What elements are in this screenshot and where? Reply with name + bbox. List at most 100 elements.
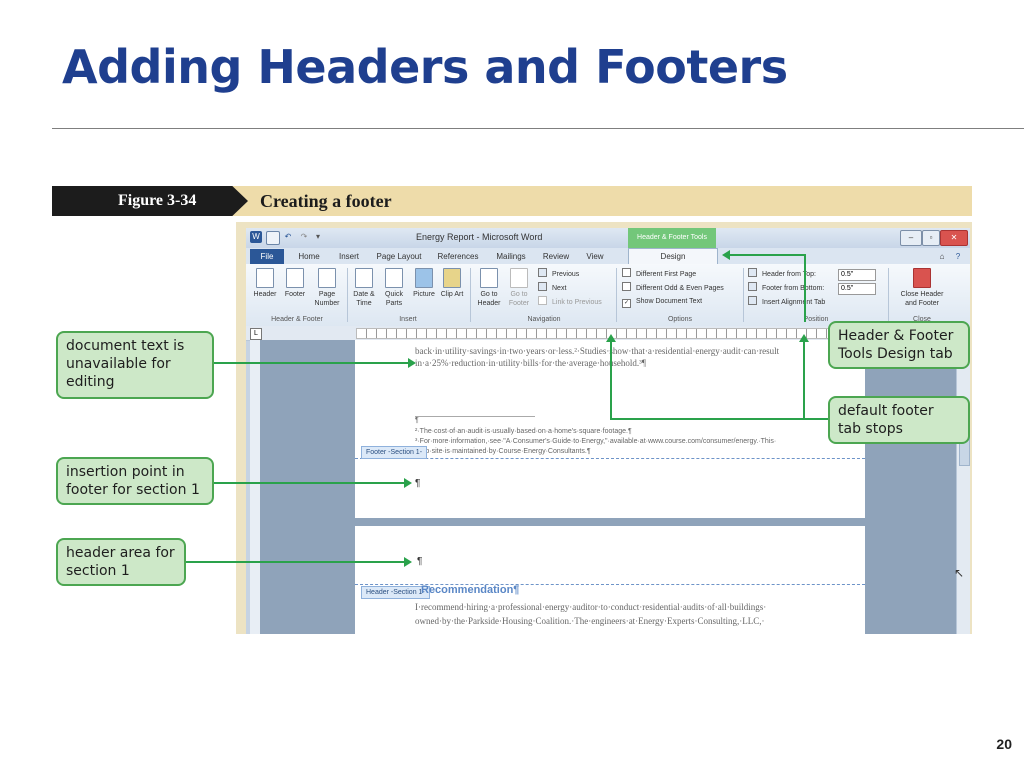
minimize-ribbon-icon[interactable]: ⌂ [939, 252, 945, 261]
help-icon[interactable]: ? [955, 252, 961, 261]
tab-file[interactable]: File [250, 249, 284, 264]
arrow-line [610, 418, 828, 420]
group-position: Position [803, 316, 829, 323]
footer-icon [286, 268, 304, 288]
date-time-button[interactable]: Date & Time [350, 268, 378, 308]
mouse-pointer-icon: ↖ [954, 566, 965, 580]
arrowhead-icon [799, 334, 809, 342]
group-separator [616, 268, 617, 322]
group-close: Close [913, 316, 931, 323]
header-position-icon [748, 268, 757, 277]
group-insert: Insert [399, 316, 417, 323]
close-header-footer-button[interactable]: Close Header and Footer [894, 268, 950, 308]
checkbox-unchecked-icon [622, 282, 631, 291]
footnote-3: Web·site·is·maintained·by·Course·Energy·… [415, 448, 591, 455]
header-icon [256, 268, 274, 288]
group-separator [743, 268, 744, 322]
doc-body-2: owned·by·the·Parkside·Housing·Coalition.… [415, 616, 765, 626]
doc-body-1: I·recommend·hiring·a·professional·energy… [415, 602, 767, 612]
tab-mailings[interactable]: Mailings [496, 252, 526, 261]
tab-view[interactable]: View [586, 252, 604, 261]
goto-footer-icon [510, 268, 528, 288]
footnote-2: ³·For·more·information,·see·"A·Consumer'… [415, 438, 777, 445]
group-separator [470, 268, 471, 322]
next-button[interactable]: Next [538, 282, 566, 294]
arrow-line [730, 254, 806, 256]
callout-document-text: document text is unavailable for editing [56, 331, 214, 399]
picture-button[interactable]: Picture [410, 268, 438, 299]
page-2: ¶ Header -Section 1- Recommendation¶ I·r… [355, 526, 865, 634]
tab-design[interactable]: Design [628, 248, 718, 265]
footer-from-bottom-field[interactable]: 0.5" [838, 283, 876, 295]
tab-page-layout[interactable]: Page Layout [376, 252, 422, 261]
header-from-top-field[interactable]: 0.5" [838, 269, 876, 281]
page-number: 20 [996, 736, 1012, 752]
page-number-button[interactable]: Page Number [310, 268, 344, 308]
undo-icon[interactable]: ↶ [284, 232, 292, 241]
tab-references[interactable]: References [437, 252, 479, 261]
arrow-line [214, 482, 406, 484]
previous-button[interactable]: Previous [538, 268, 579, 280]
customize-qat-icon[interactable]: ▾ [315, 232, 320, 241]
checkbox-unchecked-icon [622, 268, 631, 277]
arrow-line [610, 342, 612, 420]
quick-parts-icon [385, 268, 403, 288]
quick-parts-button[interactable]: Quick Parts [380, 268, 408, 308]
figure-caption: Creating a footer [260, 191, 392, 211]
redo-icon[interactable]: ↷ [300, 232, 308, 241]
document-area: back·in·utility·savings·in·two·years·or·… [260, 340, 956, 634]
group-options: Options [667, 316, 693, 323]
header-button[interactable]: Header [250, 268, 280, 299]
arrowhead-icon [404, 557, 412, 567]
calendar-icon [355, 268, 373, 288]
show-document-text-checkbox[interactable]: ✓Show Document Text [622, 298, 703, 308]
restore-button[interactable]: ▫ [922, 230, 940, 246]
clip-art-icon [443, 268, 461, 288]
header-section-tag: Header -Section 1- [361, 586, 430, 599]
doc-line-1: back·in·utility·savings·in·two·years·or·… [415, 346, 780, 356]
callout-header-area: header area for section 1 [56, 538, 186, 586]
previous-icon [538, 268, 547, 277]
clip-art-button[interactable]: Clip Art [440, 268, 464, 299]
footer-position-icon [748, 282, 757, 291]
vertical-scrollbar[interactable] [956, 340, 970, 634]
arrow-line [186, 561, 406, 563]
close-window-button[interactable]: ✕ [940, 230, 968, 246]
different-odd-even-checkbox[interactable]: Different Odd & Even Pages [622, 282, 724, 294]
title-bar: W ↶ ↷ ▾ Energy Report - Microsoft Word H… [246, 228, 970, 248]
tab-selector-icon[interactable]: L [250, 328, 262, 340]
minimize-button[interactable]: – [900, 230, 922, 246]
next-icon [538, 282, 547, 291]
save-icon[interactable] [266, 231, 280, 245]
word-logo-icon: W [250, 231, 262, 243]
different-first-page-checkbox[interactable]: Different First Page [622, 268, 696, 280]
arrowhead-icon [606, 334, 616, 342]
group-separator [888, 268, 889, 322]
insert-alignment-tab-button[interactable]: Insert Alignment Tab [748, 296, 825, 308]
goto-header-button[interactable]: Go to Header [474, 268, 504, 308]
callout-tab-stops: default footer tab stops [828, 396, 970, 444]
slide-title: Adding Headers and Footers [62, 40, 788, 94]
footer-button[interactable]: Footer [280, 268, 310, 299]
tab-review[interactable]: Review [542, 252, 570, 261]
footnote-1: ²·The·cost·of·an·audit·is·usually·based·… [415, 428, 632, 435]
group-separator [347, 268, 348, 322]
callout-design-tab: Header & Footer Tools Design tab [828, 321, 970, 369]
header-paragraph-mark[interactable]: ¶ [417, 556, 423, 567]
doc-heading: Recommendation¶ [421, 584, 520, 596]
footer-section-tag: Footer -Section 1- [361, 446, 428, 459]
goto-footer-button[interactable]: Go to Footer [504, 268, 534, 308]
close-icon [913, 268, 931, 288]
contextual-tab-label: Header & Footer Tools [628, 228, 716, 248]
window-title: Energy Report - Microsoft Word [416, 232, 543, 242]
figure-label: Figure 3-34 [52, 186, 248, 216]
page-number-icon [318, 268, 336, 288]
arrowhead-icon [404, 478, 412, 488]
picture-icon [415, 268, 433, 288]
tab-insert[interactable]: Insert [338, 252, 359, 261]
footer-insertion-point[interactable]: ¶ [415, 478, 421, 489]
tab-home[interactable]: Home [298, 252, 320, 261]
group-navigation: Navigation [527, 316, 561, 323]
arrow-line [214, 362, 410, 364]
link-to-previous-button[interactable]: Link to Previous [538, 296, 602, 308]
